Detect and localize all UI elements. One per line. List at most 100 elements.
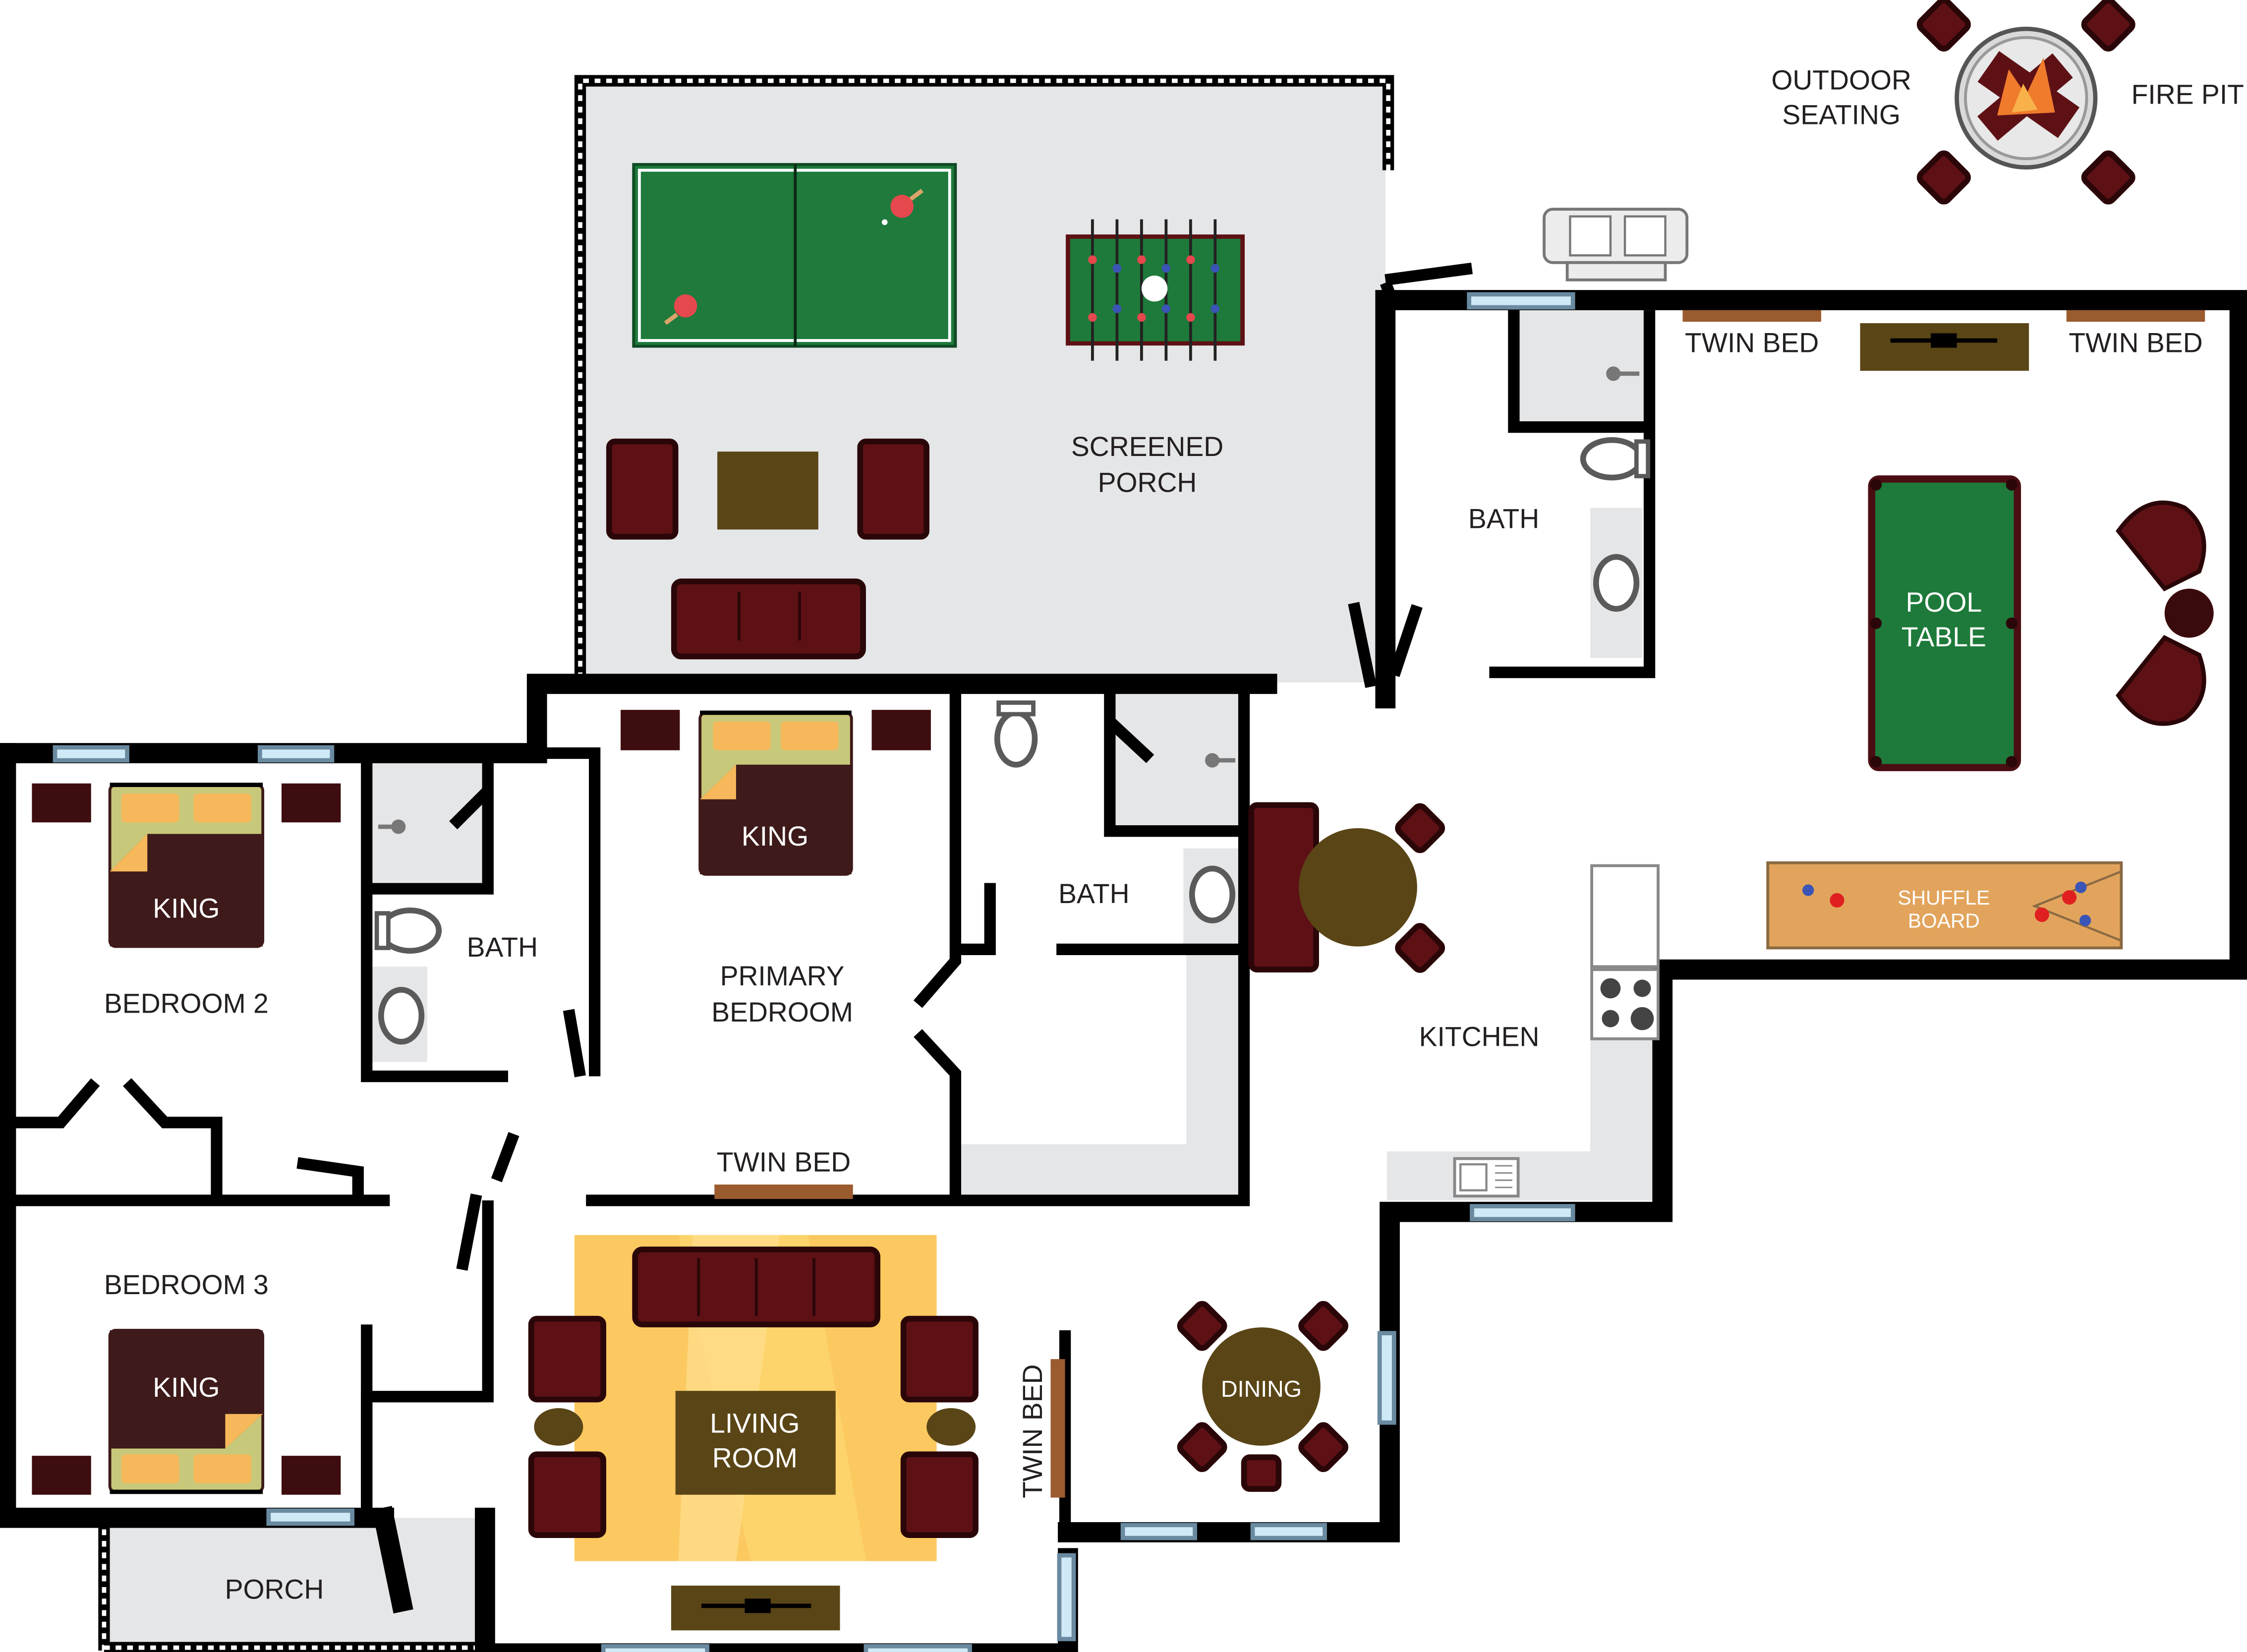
twin-bed-headboard	[1050, 1359, 1065, 1498]
chair	[1298, 1422, 1349, 1473]
fire-pit-area: OUTDOOR SEATING FIRE PIT	[1771, 0, 2244, 205]
nightstand	[871, 710, 931, 750]
label-twin-bed-living: TWIN BED	[1017, 1364, 1048, 1498]
chair	[1395, 923, 1445, 973]
upper-bath: BATH	[1468, 366, 1650, 612]
upper-shower-floor	[1513, 310, 1650, 426]
label-room: ROOM	[712, 1442, 798, 1473]
king-bed-bedroom-2	[108, 783, 265, 948]
window	[1250, 1523, 1327, 1540]
ottoman	[534, 1408, 583, 1446]
nightstand	[281, 783, 341, 823]
label-primary: PRIMARY	[720, 961, 845, 991]
club-chair	[2116, 635, 2206, 726]
armchair	[900, 1451, 979, 1538]
window	[1470, 1204, 1575, 1222]
game-room: TWIN BED TWIN BED POOL TABLE	[1682, 310, 2214, 950]
side-table	[2164, 588, 2214, 638]
label-king-primary: KING	[742, 821, 808, 852]
sink-icon	[1593, 554, 1640, 612]
toilet-icon	[1580, 437, 1644, 481]
sofa	[671, 578, 866, 660]
window	[864, 1644, 972, 1652]
grill-icon	[1543, 208, 1689, 282]
label-twin-bed-hall: TWIN BED	[717, 1147, 851, 1178]
window	[266, 1508, 354, 1526]
sink-icon	[1189, 865, 1236, 923]
foosball-table-icon	[1066, 219, 1245, 361]
label-bath-primary: BATH	[1058, 878, 1129, 909]
label-seating: SEATING	[1782, 99, 1901, 130]
refrigerator-icon	[1590, 864, 1660, 968]
label-bedroom-2: BEDROOM 2	[104, 988, 269, 1019]
primary-bedroom: KING PRIMARY BEDROOM TWIN BED	[621, 710, 931, 1199]
label-shuffle: SHUFFLE	[1898, 886, 1990, 909]
primary-closet-floor	[960, 949, 1244, 1200]
nightstand	[281, 1456, 341, 1495]
label-kitchen: KITCHEN	[1419, 1021, 1540, 1052]
outdoor-chair	[1916, 150, 1971, 205]
nightstand	[621, 710, 680, 750]
pool-table-icon	[1868, 475, 2021, 771]
chair	[1241, 1454, 1282, 1492]
club-chair	[2116, 500, 2206, 592]
label-dining: DINING	[1221, 1376, 1302, 1402]
label-living: LIVING	[710, 1408, 800, 1439]
windows	[53, 292, 1575, 1652]
bedroom-2: KING BEDROOM 2	[32, 783, 341, 1019]
window	[53, 745, 129, 763]
label-twin-bed-right: TWIN BED	[2069, 327, 2202, 358]
label-twin-bed-left: TWIN BED	[1685, 327, 1819, 358]
dining-area: DINING	[1177, 1301, 1349, 1492]
screen-mesh	[98, 75, 1394, 1652]
label-bath-hall: BATH	[467, 932, 538, 963]
ottoman	[926, 1408, 976, 1446]
fire-icon	[1997, 57, 2055, 115]
chair	[1395, 803, 1445, 854]
king-bed-bedroom-3	[108, 1328, 265, 1494]
hall-bath: BATH	[374, 819, 538, 1045]
sink-icon	[378, 987, 425, 1045]
label-pool: POOL	[1906, 587, 1982, 618]
chair	[1177, 1422, 1227, 1473]
label-porch: PORCH	[225, 1574, 324, 1604]
nightstand	[32, 783, 91, 823]
window	[1467, 292, 1575, 310]
window	[1377, 1331, 1396, 1425]
outdoor-chair	[1916, 0, 1971, 52]
armchair	[528, 1451, 606, 1538]
kitchen-table	[1299, 828, 1417, 947]
armchair	[900, 1315, 979, 1403]
screened-porch-furniture: SCREENED PORCH	[606, 163, 1245, 660]
window	[1120, 1523, 1197, 1540]
chair	[1177, 1301, 1227, 1351]
armchair	[606, 438, 679, 540]
armchair	[528, 1315, 606, 1403]
outdoor-chair	[2081, 0, 2135, 52]
label-bedroom-primary: BEDROOM	[711, 997, 853, 1027]
king-bed-primary	[698, 710, 853, 876]
label-bedroom-3: BEDROOM 3	[104, 1269, 269, 1300]
coffee-table	[675, 1391, 836, 1495]
dining-table	[1202, 1327, 1321, 1446]
primary-bath: BATH	[994, 700, 1236, 923]
outdoor-chair	[2081, 150, 2135, 205]
label-king-bed2: KING	[153, 893, 220, 923]
kitchen: KITCHEN	[1248, 802, 1660, 1198]
window	[601, 1644, 710, 1652]
coffee-table	[717, 452, 818, 530]
label-king-bed3: KING	[153, 1372, 220, 1403]
label-fire-pit: FIRE PIT	[2132, 79, 2244, 110]
twin-bed-headboard	[714, 1184, 853, 1199]
bedroom-3: BEDROOM 3 KING	[32, 1269, 341, 1495]
label-table: TABLE	[1901, 622, 1986, 652]
label-outdoor: OUTDOOR	[1771, 64, 1911, 95]
window	[257, 745, 335, 763]
label-porch-screened: PORCH	[1098, 467, 1197, 498]
porch-floor	[107, 1518, 485, 1645]
twin-bed-headboard	[1682, 310, 1821, 322]
ping-pong-table-icon	[632, 163, 957, 348]
twin-bed-headboard	[2066, 310, 2205, 322]
window	[1057, 1553, 1076, 1642]
